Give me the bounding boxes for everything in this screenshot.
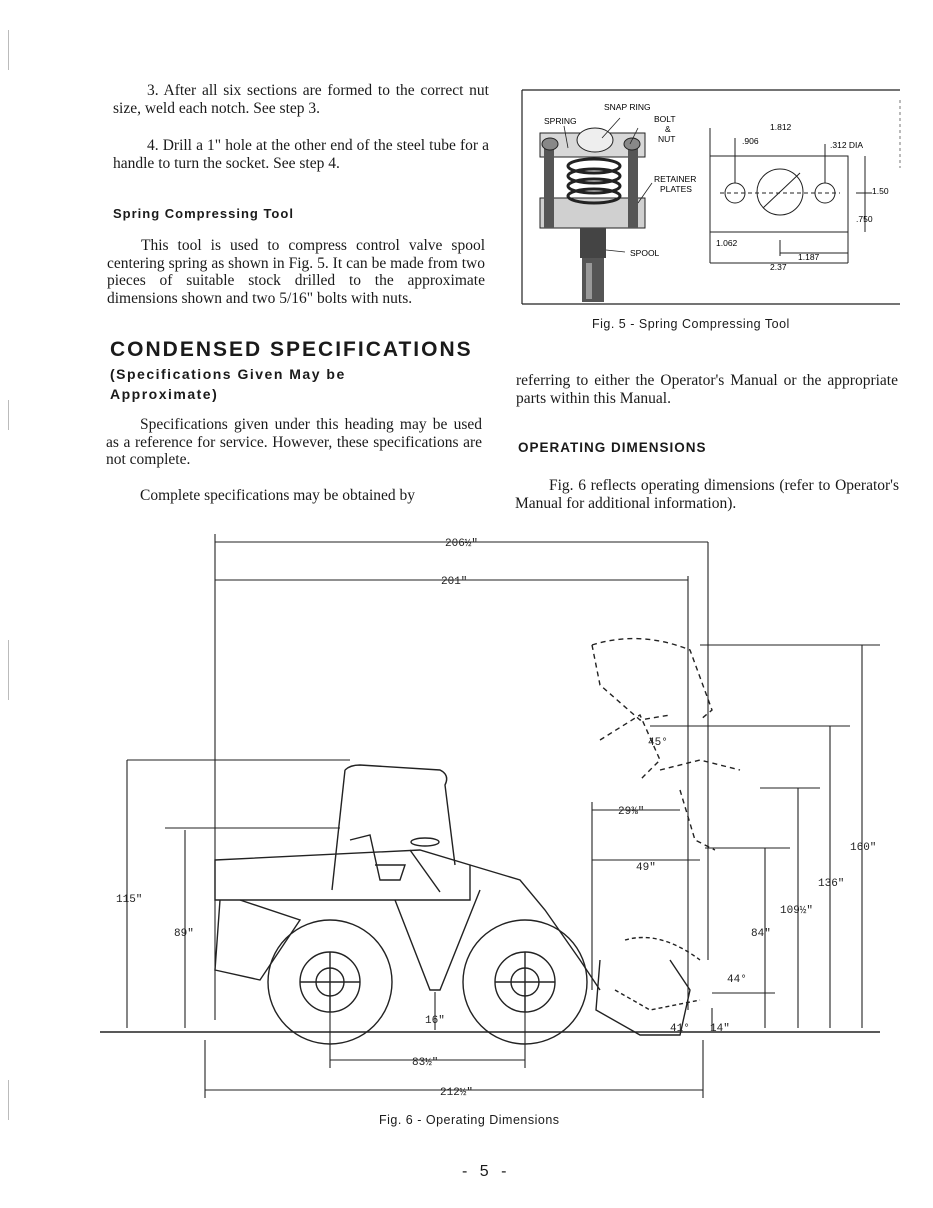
operating-dimensions-heading: OPERATING DIMENSIONS (518, 440, 707, 455)
fig6-dim-109: 109½" (780, 905, 813, 917)
fig6-loader-tractor (214, 637, 741, 1045)
step-3-paragraph: 3. After all six sections are formed to … (113, 82, 489, 117)
page-number: - 5 - (462, 1163, 511, 1180)
fig5-tool-assembly (539, 127, 646, 302)
fig5-caption: Fig. 5 - Spring Compressing Tool (592, 317, 790, 331)
condensed-specifications-subheading: (Specifications Given May be Approximate… (110, 366, 346, 402)
fig6-dim-115: 115" (116, 894, 142, 906)
fig5-dim-237: 2.37 (770, 262, 787, 272)
fig6-dim-29: 29⅜" (618, 806, 644, 818)
fig6-dim-83: 83½" (412, 1057, 438, 1069)
condensed-specifications-heading: CONDENSED SPECIFICATIONS (110, 338, 473, 361)
fig6-dim-160: 160" (850, 842, 876, 854)
fig6-caption: Fig. 6 - Operating Dimensions (379, 1113, 560, 1127)
fig5-label-amp: & (665, 124, 671, 134)
scan-edge-mark (8, 400, 9, 430)
scan-edge-mark (8, 640, 9, 700)
spec-paragraph-1: Specifications given under this heading … (106, 416, 482, 468)
fig5-dim-1812: 1.812 (770, 122, 792, 132)
fig6-drawing: 206½" 201" 115" 89" 45° 29⅜" 49" 160" 13… (100, 534, 880, 1099)
fig5-label-spring: SPRING (544, 116, 577, 126)
scan-edge-mark (8, 30, 9, 70)
fig6-dim-16: 16" (425, 1015, 445, 1027)
fig6-dim-45: 45° (648, 737, 668, 749)
fig5-label-retainer: RETAINER (654, 174, 696, 184)
fig6-operating-dimensions-figure: 206½" 201" 115" 89" 45° 29⅜" 49" 160" 13… (0, 520, 933, 1110)
fig5-dim-1062: 1.062 (716, 238, 738, 248)
fig6-dim-49: 49" (636, 862, 656, 874)
step-4-paragraph: 4. Drill a 1" hole at the other end of t… (113, 137, 489, 172)
fig6-dim-89: 89" (174, 928, 194, 940)
fig5-dim-1187: 1.187 (798, 252, 820, 262)
spring-compressing-tool-heading: Spring Compressing Tool (113, 206, 294, 221)
fig6-dim-14: 14" (710, 1023, 730, 1035)
fig5-label-nut: NUT (658, 134, 675, 144)
scan-edge-mark (8, 1080, 9, 1120)
fig6-dim-136: 136" (818, 878, 844, 890)
fig5-dim-150: 1.50 (872, 186, 889, 196)
fig5-dim-906: .906 (742, 136, 759, 146)
spec-paragraph-2: Complete specifications may be obtained … (140, 487, 416, 504)
spring-tool-paragraph: This tool is used to compress control va… (107, 237, 485, 307)
operating-dimensions-paragraph: Fig. 6 reflects operating dimensions (re… (515, 477, 899, 512)
fig5-label-spool: SPOOL (630, 248, 660, 258)
fig5-label-plates: PLATES (660, 184, 692, 194)
fig6-dim-41: 41° (670, 1023, 690, 1035)
fig5-label-snap-ring: SNAP RING (604, 102, 651, 112)
fig6-dim-84: 84" (751, 928, 771, 940)
fig5-spring-compressing-tool-figure: SNAP RING SPRING BOLT & NUT RETAINER PLA… (520, 88, 902, 308)
specs-continued-paragraph: referring to either the Operator's Manua… (516, 372, 898, 407)
fig6-dim-44: 44° (727, 974, 747, 986)
fig6-dim-212: 212½" (440, 1087, 473, 1099)
fig5-dim-750: .750 (856, 214, 873, 224)
fig5-drawing: SNAP RING SPRING BOLT & NUT RETAINER PLA… (521, 89, 901, 305)
fig5-plate-drawing (709, 128, 872, 264)
fig6-dim-206: 206½" (445, 538, 478, 550)
fig6-dim-201: 201" (441, 576, 467, 588)
fig5-label-bolt: BOLT (654, 114, 676, 124)
fig5-dim-312: .312 DIA (830, 140, 863, 150)
